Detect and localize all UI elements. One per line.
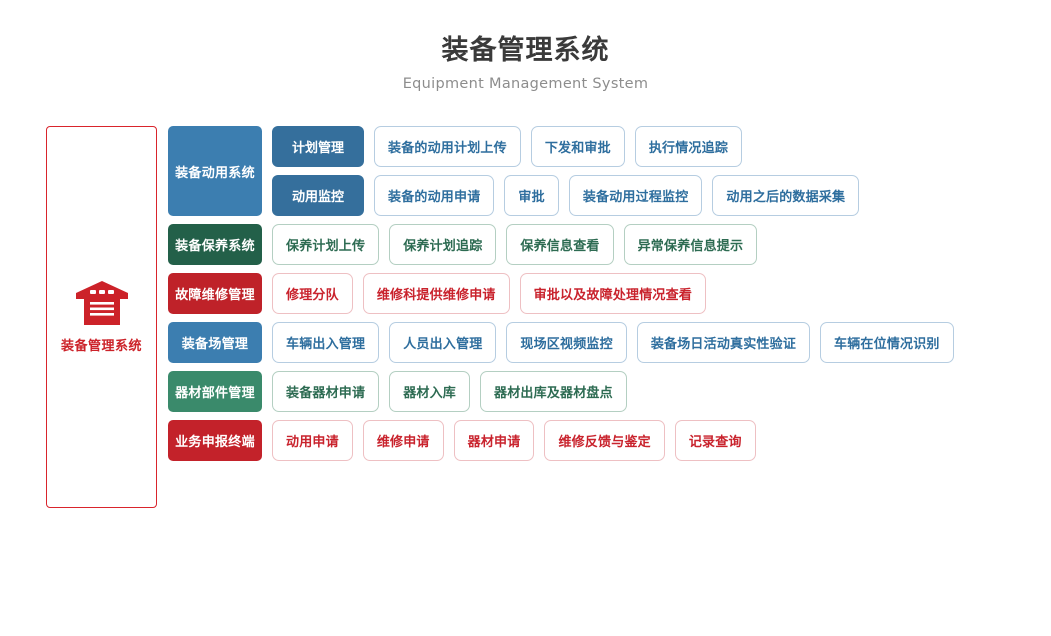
category-rows: 装备动用系统计划管理装备的动用计划上传下发和审批执行情况追踪动用监控装备的动用申…	[168, 126, 1051, 461]
feature-button[interactable]: 现场区视频监控	[506, 322, 627, 363]
page-header: 装备管理系统 Equipment Management System	[0, 0, 1051, 92]
category-row: 故障维修管理修理分队维修科提供维修申请审批以及故障处理情况查看	[168, 273, 1051, 314]
subcategory-row: 装备器材申请器材入库器材出库及器材盘点	[272, 371, 1051, 412]
category-button[interactable]: 器材部件管理	[168, 371, 262, 412]
feature-button[interactable]: 维修反馈与鉴定	[544, 420, 665, 461]
feature-button[interactable]: 装备的动用申请	[374, 175, 495, 216]
category-row: 器材部件管理装备器材申请器材入库器材出库及器材盘点	[168, 371, 1051, 412]
feature-button[interactable]: 装备场日活动真实性验证	[636, 322, 811, 363]
feature-button[interactable]: 维修申请	[362, 420, 444, 461]
category-row: 装备动用系统计划管理装备的动用计划上传下发和审批执行情况追踪动用监控装备的动用申…	[168, 126, 1051, 216]
feature-button[interactable]: 人员出入管理	[389, 322, 497, 363]
subcategory-group: 计划管理装备的动用计划上传下发和审批执行情况追踪动用监控装备的动用申请审批装备动…	[272, 126, 1051, 216]
feature-button[interactable]: 异常保养信息提示	[623, 224, 758, 265]
subcategory-group: 保养计划上传保养计划追踪保养信息查看异常保养信息提示	[272, 224, 1051, 265]
category-row: 业务申报终端动用申请维修申请器材申请维修反馈与鉴定记录查询	[168, 420, 1051, 461]
feature-list: 装备的动用计划上传下发和审批执行情况追踪	[374, 126, 1051, 167]
subcategory-row: 车辆出入管理人员出入管理现场区视频监控装备场日活动真实性验证车辆在位情况识别	[272, 322, 1051, 363]
system-architecture-board: 装备管理系统 装备动用系统计划管理装备的动用计划上传下发和审批执行情况追踪动用监…	[0, 126, 1051, 508]
feature-button[interactable]: 执行情况追踪	[634, 126, 743, 167]
subcategory-group: 修理分队维修科提供维修申请审批以及故障处理情况查看	[272, 273, 1051, 314]
subcategory-row: 计划管理装备的动用计划上传下发和审批执行情况追踪	[272, 126, 1051, 167]
feature-button[interactable]: 保养计划上传	[272, 224, 380, 265]
subcategory-row: 修理分队维修科提供维修申请审批以及故障处理情况查看	[272, 273, 1051, 314]
feature-button[interactable]: 保养信息查看	[506, 224, 614, 265]
subcategory-button[interactable]: 动用监控	[272, 175, 364, 216]
subcategory-group: 装备器材申请器材入库器材出库及器材盘点	[272, 371, 1051, 412]
subcategory-group: 车辆出入管理人员出入管理现场区视频监控装备场日活动真实性验证车辆在位情况识别	[272, 322, 1051, 363]
category-button[interactable]: 故障维修管理	[168, 273, 262, 314]
category-button[interactable]: 装备场管理	[168, 322, 262, 363]
feature-list: 装备的动用申请审批装备动用过程监控动用之后的数据采集	[374, 175, 1051, 216]
feature-button[interactable]: 审批	[504, 175, 559, 216]
page-subtitle: Equipment Management System	[402, 75, 649, 92]
feature-button[interactable]: 车辆出入管理	[272, 322, 380, 363]
category-row: 装备保养系统保养计划上传保养计划追踪保养信息查看异常保养信息提示	[168, 224, 1051, 265]
brand-card: 装备管理系统	[46, 126, 157, 508]
category-row: 装备场管理车辆出入管理人员出入管理现场区视频监控装备场日活动真实性验证车辆在位情…	[168, 322, 1051, 363]
feature-button[interactable]: 动用之后的数据采集	[712, 175, 860, 216]
feature-button[interactable]: 车辆在位情况识别	[820, 322, 954, 363]
subcategory-group: 动用申请维修申请器材申请维修反馈与鉴定记录查询	[272, 420, 1051, 461]
feature-button[interactable]: 器材入库	[389, 371, 471, 412]
warehouse-icon	[75, 280, 129, 326]
feature-button[interactable]: 保养计划追踪	[389, 224, 497, 265]
subcategory-row: 动用申请维修申请器材申请维修反馈与鉴定记录查询	[272, 420, 1051, 461]
feature-button[interactable]: 装备的动用计划上传	[374, 126, 521, 167]
subcategory-row: 动用监控装备的动用申请审批装备动用过程监控动用之后的数据采集	[272, 175, 1051, 216]
feature-list: 修理分队维修科提供维修申请审批以及故障处理情况查看	[272, 273, 1051, 314]
feature-button[interactable]: 下发和审批	[530, 126, 625, 167]
feature-button[interactable]: 装备动用过程监控	[568, 175, 703, 216]
feature-button[interactable]: 装备器材申请	[272, 371, 380, 412]
subcategory-button[interactable]: 计划管理	[272, 126, 364, 167]
feature-button[interactable]: 维修科提供维修申请	[362, 273, 510, 314]
feature-list: 车辆出入管理人员出入管理现场区视频监控装备场日活动真实性验证车辆在位情况识别	[272, 322, 1051, 363]
feature-list: 动用申请维修申请器材申请维修反馈与鉴定记录查询	[272, 420, 1051, 461]
category-button[interactable]: 装备保养系统	[168, 224, 262, 265]
feature-button[interactable]: 修理分队	[272, 273, 353, 314]
feature-button[interactable]: 器材出库及器材盘点	[480, 371, 627, 412]
feature-list: 装备器材申请器材入库器材出库及器材盘点	[272, 371, 1051, 412]
feature-list: 保养计划上传保养计划追踪保养信息查看异常保养信息提示	[272, 224, 1051, 265]
feature-button[interactable]: 器材申请	[453, 420, 535, 461]
feature-button[interactable]: 审批以及故障处理情况查看	[519, 273, 707, 314]
page-title: 装备管理系统	[441, 35, 610, 66]
feature-button[interactable]: 动用申请	[272, 420, 353, 461]
category-button[interactable]: 业务申报终端	[168, 420, 262, 461]
feature-button[interactable]: 记录查询	[674, 420, 756, 461]
category-button[interactable]: 装备动用系统	[168, 126, 262, 216]
subcategory-row: 保养计划上传保养计划追踪保养信息查看异常保养信息提示	[272, 224, 1051, 265]
brand-label: 装备管理系统	[60, 339, 142, 354]
